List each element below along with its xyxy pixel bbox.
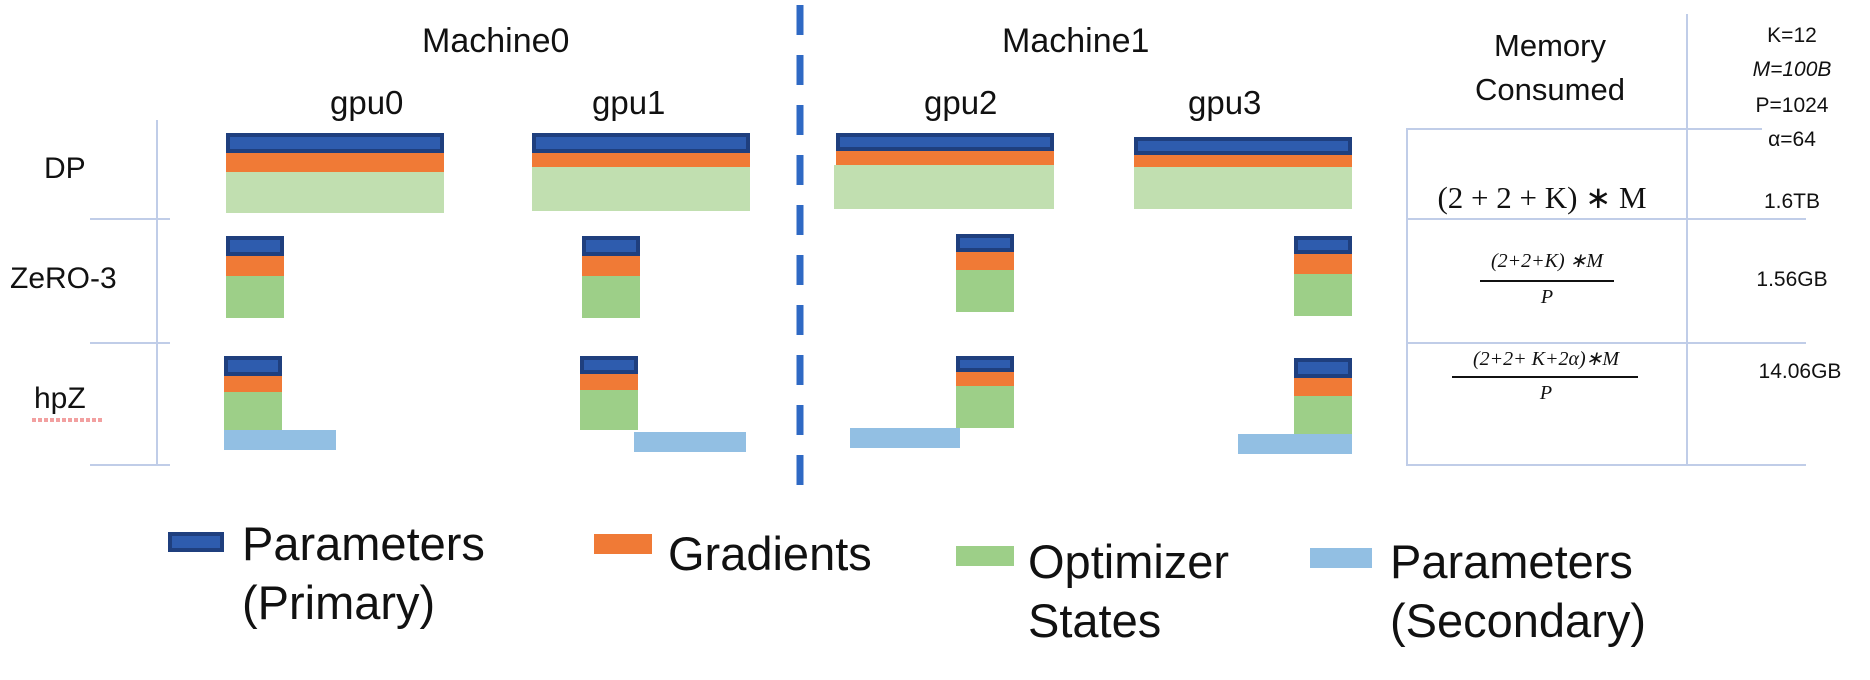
hpz-gpu1-params-primary [580,356,638,374]
gpu3-label: gpu3 [1188,84,1262,121]
hpz-gpu3-optimizer-states [1294,396,1352,434]
dp-gpu1-gradients [532,153,750,167]
zero3-gpu0-params-primary [226,236,284,256]
hpz-gpu2-optimizer-states [956,386,1014,428]
table-rule-1 [1406,128,1762,130]
zero3-gpu1-gradients [582,256,640,276]
hpz-gpu3-params-secondary [1238,434,1352,454]
formula-dp: (2 + 2 + K) ∗ M [1437,180,1647,215]
dp-gpu1-optimizer-states [532,167,750,211]
legend-optimizer-states-line1: Optimizer [1028,535,1230,588]
table-rule-3 [1406,342,1806,344]
zero3-gpu3-gradients [1294,254,1352,274]
table-left-rule [1406,128,1408,466]
row-divider-2 [90,342,170,344]
param-alpha: α=64 [1768,128,1816,151]
value-dp: 1.6TB [1763,190,1821,213]
memory-header-line2: Consumed [1475,72,1625,107]
zero3-gpu1-optimizer-states [582,276,640,318]
hpz-gpu0-params-secondary [224,430,336,450]
hpz-gpu1-gradients [580,374,638,390]
dp-gpu3-optimizer-states [1134,167,1352,209]
hpz-gpu2-params-primary [956,356,1014,372]
hpz-gpu1-params-secondary [634,432,746,452]
table-rule-4 [1406,464,1806,466]
memory-consumed-header: Memory Consumed [1470,24,1630,112]
legend-params-secondary-line2: (Secondary) [1390,594,1646,648]
gpu0-label: gpu0 [330,84,404,121]
formula-zero3-fraction-bar [1480,280,1614,282]
row-label-zero3: ZeRO-3 [10,262,117,295]
dp-gpu0-optimizer-states [226,172,444,213]
hpz-gpu2-gradients [956,372,1014,386]
param-p: P=1024 [1755,94,1829,117]
formula-zero3-denominator: P [1540,286,1554,308]
legend-params-primary: Parameters (Primary) [242,514,485,632]
param-k: K=12 [1767,24,1817,47]
machine1-title: Machine1 [1002,22,1150,60]
legend-swatch-gradients [594,534,652,554]
hpz-gpu2-params-secondary [850,428,960,448]
zero3-gpu3-optimizer-states [1294,274,1352,316]
row-divider-1 [90,218,170,220]
dp-gpu2-gradients [836,151,1054,165]
legend-params-secondary: Parameters (Secondary) [1390,532,1646,650]
zero3-gpu0-gradients [226,256,284,276]
dp-gpu2-params-primary [836,133,1054,151]
formula-hpz-denominator: P [1539,382,1553,404]
machine0-title: Machine0 [422,22,570,60]
row-label-hpz: hpZ [34,382,86,415]
formula-hpz-numerator: (2+2+ K+2α)∗M [1472,348,1620,370]
hpz-gpu3-gradients [1294,378,1352,396]
hpz-gpu0-gradients [224,376,282,392]
legend-params-secondary-line1: Parameters [1390,535,1633,588]
row-label-dp: DP [44,152,86,185]
zero3-gpu2-gradients [956,252,1014,270]
zero3-gpu2-params-primary [956,234,1014,252]
table-vertical-rule [1686,14,1688,466]
hpz-gpu0-optimizer-states [224,392,282,430]
legend-swatch-params-secondary [1310,548,1372,568]
spellcheck-underline [32,418,104,422]
formula-zero3-numerator: (2+2+K) ∗M [1490,250,1604,272]
dp-gpu0-params-primary [226,133,444,153]
table-rule-2 [1406,218,1806,220]
hpz-gpu3-params-primary [1294,358,1352,378]
dp-gpu3-gradients [1134,155,1352,167]
legend-optimizer-states-line2: States [1028,594,1162,648]
legend-gradients: Gradients [668,524,872,583]
legend-params-primary-line1: Parameters [242,517,485,570]
zero3-gpu3-params-primary [1294,236,1352,254]
hpz-gpu0-params-primary [224,356,282,376]
value-hpz: 14.06GB [1758,360,1842,383]
left-vertical-rule [156,120,158,465]
memory-header-line1: Memory [1494,28,1606,63]
legend-gradients-line1: Gradients [668,527,872,580]
gpu1-label: gpu1 [592,84,666,121]
zero3-gpu0-optimizer-states [226,276,284,318]
legend-swatch-params-primary [168,532,224,552]
row-divider-3 [90,464,170,466]
param-m: M=100B [1752,58,1832,81]
dp-gpu1-params-primary [532,133,750,153]
zero3-gpu1-params-primary [582,236,640,256]
gpu2-label: gpu2 [924,84,998,121]
dp-gpu3-params-primary [1134,137,1352,155]
machine-separator [796,5,804,505]
legend-params-primary-line2: (Primary) [242,576,436,630]
zero3-gpu2-optimizer-states [956,270,1014,312]
dp-gpu0-gradients [226,153,444,172]
value-zero3: 1.56GB [1756,268,1828,291]
dp-gpu2-optimizer-states [834,165,1054,209]
legend-swatch-optimizer-states [956,546,1014,566]
formula-hpz-fraction-bar [1452,376,1638,378]
hpz-gpu1-optimizer-states [580,390,638,430]
legend-optimizer-states: Optimizer States [1028,532,1229,650]
